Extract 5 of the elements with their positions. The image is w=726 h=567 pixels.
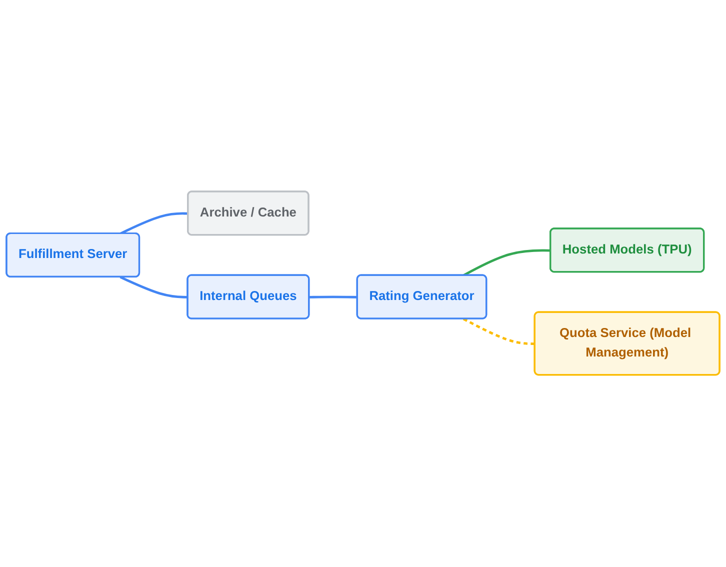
connector <box>462 318 536 346</box>
connector <box>120 276 188 299</box>
connector <box>120 212 188 236</box>
connector <box>462 250 551 277</box>
connector <box>309 296 358 299</box>
